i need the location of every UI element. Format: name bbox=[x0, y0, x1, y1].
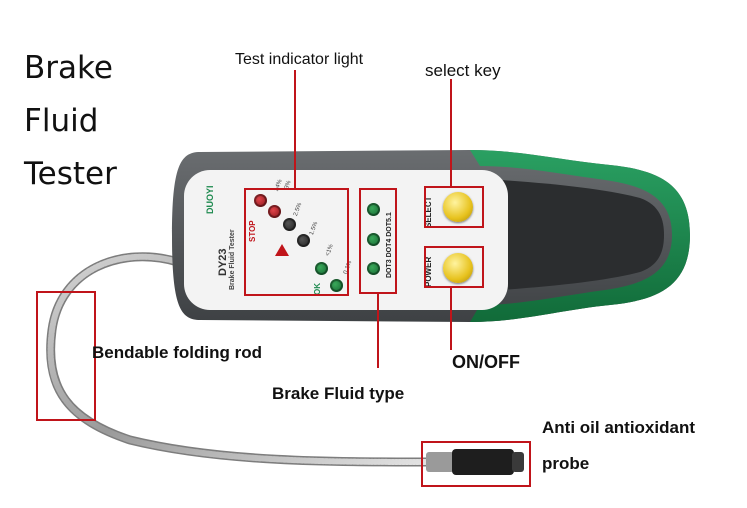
device-subtitle: Brake Fluid Tester bbox=[229, 229, 236, 290]
select-callout-box bbox=[424, 186, 484, 228]
probe-body bbox=[452, 449, 514, 475]
led-stop-1 bbox=[254, 194, 267, 207]
led-stop-2 bbox=[268, 205, 281, 218]
grip-panel bbox=[500, 180, 664, 290]
led-ok-1 bbox=[315, 262, 328, 275]
probe-callout-box bbox=[421, 441, 531, 487]
indicator-leader bbox=[294, 70, 296, 188]
rod-label: Bendable folding rod bbox=[92, 343, 262, 362]
probe-tip bbox=[512, 452, 524, 472]
led-level-3 bbox=[283, 218, 296, 231]
probe-collar bbox=[426, 452, 454, 472]
fluid-type-callout-box bbox=[359, 188, 397, 294]
select-leader bbox=[450, 79, 452, 186]
power-callout-box bbox=[424, 246, 484, 288]
model-label: DY23 bbox=[217, 248, 229, 276]
title-fluid: Fluid bbox=[24, 103, 99, 139]
led-dot3 bbox=[367, 262, 380, 275]
led-level-4 bbox=[297, 234, 310, 247]
title-brake: Brake bbox=[24, 50, 113, 86]
fluid-type-leader bbox=[377, 294, 379, 368]
select-button[interactable] bbox=[443, 192, 473, 222]
rod-callout-box bbox=[36, 291, 96, 421]
warning-triangle-icon bbox=[275, 244, 289, 256]
select-key-label: select key bbox=[425, 61, 501, 80]
title-tester: Tester bbox=[24, 156, 117, 192]
flexible-rod bbox=[47, 253, 433, 465]
onoff-label: ON/OFF bbox=[452, 352, 520, 372]
probe-label-line2: probe bbox=[542, 454, 590, 473]
brand-logo: DUOYI bbox=[205, 185, 215, 214]
led-dot5 bbox=[367, 203, 380, 216]
indicator-label: Test indicator light bbox=[235, 51, 364, 68]
fluid-type-label: Brake Fluid type bbox=[272, 384, 405, 403]
led-dot4 bbox=[367, 233, 380, 246]
probe-label-line1: Anti oil antioxidant bbox=[542, 418, 695, 437]
power-button[interactable] bbox=[443, 253, 473, 283]
power-leader bbox=[450, 288, 452, 350]
indicator-callout-box bbox=[244, 188, 349, 296]
led-ok-2 bbox=[330, 279, 343, 292]
